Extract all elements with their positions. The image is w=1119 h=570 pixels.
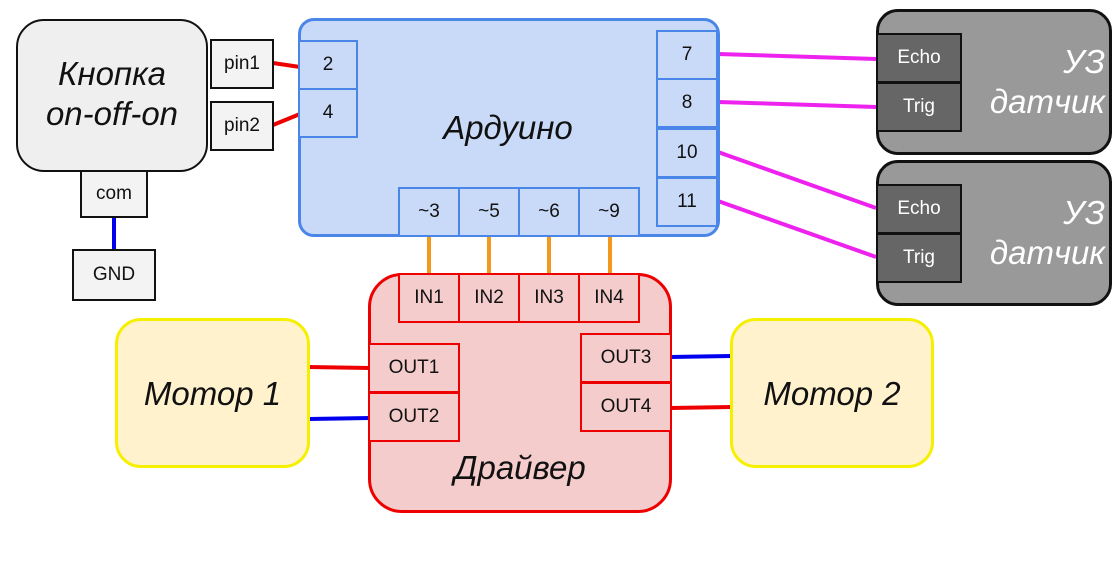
sensor-1-title: УЗ датчик [989,43,1105,120]
arduino-pin-10: 10 [656,128,718,178]
button-pin2: pin2 [210,101,274,151]
sensor-2-echo: Echo [876,184,962,234]
wire-pin2-to-4 [272,112,301,127]
arduino-title: Ардуино [443,109,573,146]
arduino-pin-11: 11 [656,177,718,227]
arduino-pin-4: 4 [298,88,358,138]
motor-2-label: Мотор 2 [763,375,901,412]
button-pin1: pin1 [210,39,274,89]
button-com: com [80,170,148,218]
driver-out1: OUT1 [368,343,460,393]
arduino-pin-8: 8 [656,78,718,128]
wire-out3-to-motor2 [669,354,732,359]
driver-title: Драйвер [454,449,586,486]
wire-out4-to-motor2 [669,405,732,410]
arduino-pin-6: ~6 [518,187,580,237]
arduino-pin-5: ~5 [458,187,520,237]
arduino-pin-9: ~9 [578,187,640,237]
driver-out3: OUT3 [580,333,672,383]
motor-1-label: Мотор 1 [143,375,282,412]
wire-10-to-echo2 [717,150,877,210]
driver-in1: IN1 [398,273,460,323]
wire-11-to-trig2 [717,199,877,259]
button-block: Кнопка on-off-on [16,19,208,172]
arduino-pin-2: 2 [298,40,358,90]
arduino-pin-7: 7 [656,30,718,80]
motor-1: Мотор 1 [115,318,310,468]
sensor-1-echo: Echo [876,33,962,83]
driver-out4: OUT4 [580,382,672,432]
wire-pin1-to-2 [272,61,301,69]
wire-out1-to-motor1 [308,365,371,370]
button-title: Кнопка on-off-on [45,55,179,132]
motor-2: Мотор 2 [730,318,934,468]
driver-in3: IN3 [518,273,580,323]
wire-7-to-echo1 [717,52,877,61]
arduino-pin-3: ~3 [398,187,460,237]
wire-out2-to-motor1 [308,416,371,421]
sensor-2-trig: Trig [876,233,962,283]
wire-8-to-trig1 [717,100,877,109]
gnd-box: GND [72,249,156,301]
driver-in2: IN2 [458,273,520,323]
driver-out2: OUT2 [368,392,460,442]
sensor-1-trig: Trig [876,82,962,132]
driver-in4: IN4 [578,273,640,323]
sensor-2-title: УЗ датчик [989,194,1105,271]
